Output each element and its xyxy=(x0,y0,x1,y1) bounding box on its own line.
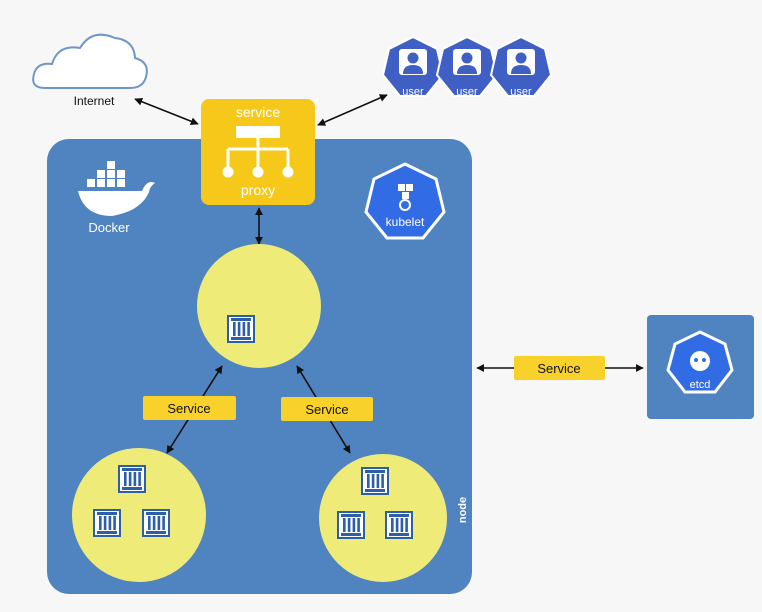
internet-proxy-arrow xyxy=(134,97,199,126)
user-label-2: user xyxy=(456,86,478,98)
kubelet-label: kubelet xyxy=(386,215,425,229)
docker-label: Docker xyxy=(88,220,130,235)
node-label: node xyxy=(457,497,469,523)
container-icon xyxy=(227,315,255,343)
proxy-network-icon xyxy=(222,126,294,178)
service-external-label: Service xyxy=(537,361,580,376)
container-icon xyxy=(118,465,146,493)
service-pill-external xyxy=(514,356,605,380)
container-icon xyxy=(142,509,170,537)
service-pill-left xyxy=(143,396,236,420)
service-pill-right xyxy=(281,397,373,421)
etcd-label: etcd xyxy=(690,379,711,391)
user-label-3: user xyxy=(510,86,532,98)
container-icon xyxy=(361,467,389,495)
proxy-bottom-label: proxy xyxy=(241,182,275,198)
container-icon xyxy=(385,511,413,539)
pod-bottom-left xyxy=(72,448,206,582)
proxy-top-label: service xyxy=(236,104,281,120)
service-left-label: Service xyxy=(167,401,210,416)
internet-label: Internet xyxy=(74,94,115,108)
etcd-icon xyxy=(666,330,734,394)
container-icon xyxy=(93,509,121,537)
pod-bottom-right xyxy=(319,454,447,582)
proxy-users-arrow xyxy=(317,94,388,126)
kubelet-icon xyxy=(364,162,446,240)
cloud-icon xyxy=(32,33,148,89)
pod-top xyxy=(197,244,321,368)
docker-whale-icon xyxy=(78,161,155,216)
user-label-1: user xyxy=(402,86,424,98)
container-icon xyxy=(337,511,365,539)
service-right-label: Service xyxy=(305,402,348,417)
